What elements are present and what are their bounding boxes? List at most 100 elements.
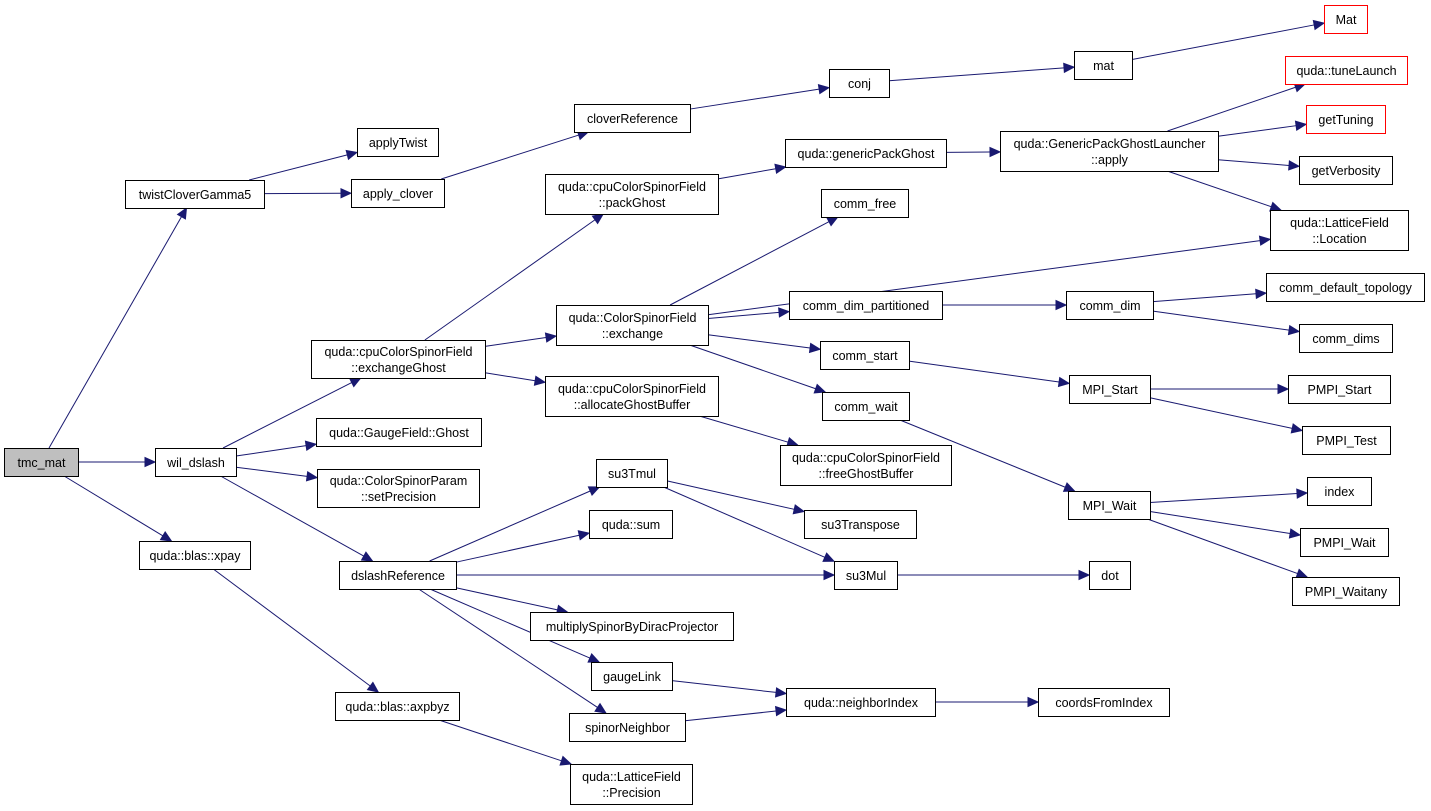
node-su3Transpose[interactable]: su3Transpose [804, 510, 917, 539]
node-comm_dim[interactable]: comm_dim [1066, 291, 1154, 320]
node-setPrecision[interactable]: quda::ColorSpinorParam::setPrecision [317, 469, 480, 508]
node-getTuning[interactable]: getTuning [1306, 105, 1386, 134]
node-packGhost[interactable]: quda::cpuColorSpinorField::packGhost [545, 174, 719, 215]
node-box[interactable] [1292, 577, 1400, 606]
node-twistCloverGamma5[interactable]: twistCloverGamma5 [125, 180, 265, 209]
node-box[interactable] [1068, 491, 1151, 520]
node-box[interactable] [335, 692, 460, 721]
node-comm_wait[interactable]: comm_wait [822, 392, 910, 421]
node-su3Mul[interactable]: su3Mul [834, 561, 898, 590]
node-box[interactable] [1074, 51, 1133, 80]
node-box[interactable] [351, 179, 445, 208]
node-box[interactable] [316, 418, 482, 447]
node-box[interactable] [804, 510, 917, 539]
node-box[interactable] [1000, 131, 1219, 172]
node-comm_free[interactable]: comm_free [821, 189, 909, 218]
node-conj[interactable]: conj [829, 69, 890, 98]
node-coordsFromIndex[interactable]: coordsFromIndex [1038, 688, 1170, 717]
node-box[interactable] [1299, 156, 1393, 185]
node-spinorNeighbor[interactable]: spinorNeighbor [569, 713, 686, 742]
node-box[interactable] [4, 448, 79, 477]
node-tmc_mat[interactable]: tmc_mat [4, 448, 79, 477]
node-box[interactable] [1302, 426, 1391, 455]
node-box[interactable] [591, 662, 673, 691]
node-Location[interactable]: quda::LatticeField::Location [1270, 210, 1409, 251]
node-xpay[interactable]: quda::blas::xpay [139, 541, 251, 570]
node-box[interactable] [569, 713, 686, 742]
node-box[interactable] [786, 688, 936, 717]
node-box[interactable] [155, 448, 237, 477]
node-box[interactable] [1089, 561, 1131, 590]
node-PMPI_Wait[interactable]: PMPI_Wait [1300, 528, 1389, 557]
node-box[interactable] [822, 392, 910, 421]
node-box[interactable] [530, 612, 734, 641]
node-box[interactable] [829, 69, 890, 98]
node-dslashReference[interactable]: dslashReference [339, 561, 457, 590]
node-index[interactable]: index [1307, 477, 1372, 506]
node-box[interactable] [1038, 688, 1170, 717]
node-dot[interactable]: dot [1089, 561, 1131, 590]
node-apply_clover[interactable]: apply_clover [351, 179, 445, 208]
node-box[interactable] [339, 561, 457, 590]
node-box[interactable] [139, 541, 251, 570]
node-PMPI_Waitany[interactable]: PMPI_Waitany [1292, 577, 1400, 606]
node-cloverReference[interactable]: cloverReference [574, 104, 691, 133]
node-PMPI_Start[interactable]: PMPI_Start [1288, 375, 1391, 404]
node-box[interactable] [570, 764, 693, 805]
node-box[interactable] [1266, 273, 1425, 302]
node-box[interactable] [1288, 375, 1391, 404]
node-axpbyz[interactable]: quda::blas::axpbyz [335, 692, 460, 721]
node-exchange[interactable]: quda::ColorSpinorField::exchange [556, 305, 709, 346]
node-comm_dims[interactable]: comm_dims [1299, 324, 1393, 353]
node-genericPackGhost[interactable]: quda::genericPackGhost [785, 139, 947, 168]
node-box[interactable] [125, 180, 265, 209]
node-gaugeLink[interactable]: gaugeLink [591, 662, 673, 691]
node-box[interactable] [834, 561, 898, 590]
node-MPI_Start[interactable]: MPI_Start [1069, 375, 1151, 404]
node-GaugeGhost[interactable]: quda::GaugeField::Ghost [316, 418, 482, 447]
node-launcherApply[interactable]: quda::GenericPackGhostLauncher::apply [1000, 131, 1219, 172]
node-box[interactable] [1324, 5, 1368, 34]
node-box[interactable] [545, 174, 719, 215]
node-box[interactable] [820, 341, 910, 370]
node-mat[interactable]: mat [1074, 51, 1133, 80]
node-comm_default_topology[interactable]: comm_default_topology [1266, 273, 1425, 302]
node-allocateGhostBuffer[interactable]: quda::cpuColorSpinorField::allocateGhost… [545, 376, 719, 417]
node-exchangeGhost[interactable]: quda::cpuColorSpinorField::exchangeGhost [311, 340, 486, 379]
node-box[interactable] [1069, 375, 1151, 404]
node-box[interactable] [357, 128, 439, 157]
node-wil_dslash[interactable]: wil_dslash [155, 448, 237, 477]
node-getVerbosity[interactable]: getVerbosity [1299, 156, 1393, 185]
node-box[interactable] [1306, 105, 1386, 134]
node-tuneLaunch[interactable]: quda::tuneLaunch [1285, 56, 1408, 85]
node-box[interactable] [780, 445, 952, 486]
node-box[interactable] [556, 305, 709, 346]
node-neighborIndex[interactable]: quda::neighborIndex [786, 688, 936, 717]
node-box[interactable] [1300, 528, 1389, 557]
node-Mat[interactable]: Mat [1324, 5, 1368, 34]
node-box[interactable] [545, 376, 719, 417]
node-box[interactable] [1307, 477, 1372, 506]
node-box[interactable] [789, 291, 943, 320]
node-box[interactable] [574, 104, 691, 133]
node-box[interactable] [1270, 210, 1409, 251]
node-su3Tmul[interactable]: su3Tmul [596, 459, 668, 488]
node-PMPI_Test[interactable]: PMPI_Test [1302, 426, 1391, 455]
node-box[interactable] [596, 459, 668, 488]
node-box[interactable] [1066, 291, 1154, 320]
node-box[interactable] [821, 189, 909, 218]
node-box[interactable] [317, 469, 480, 508]
node-freeGhostBuffer[interactable]: quda::cpuColorSpinorField::freeGhostBuff… [780, 445, 952, 486]
node-Precision[interactable]: quda::LatticeField::Precision [570, 764, 693, 805]
node-qsum[interactable]: quda::sum [589, 510, 673, 539]
node-MPI_Wait[interactable]: MPI_Wait [1068, 491, 1151, 520]
node-box[interactable] [1285, 56, 1408, 85]
node-box[interactable] [311, 340, 486, 379]
node-comm_dim_partitioned[interactable]: comm_dim_partitioned [789, 291, 943, 320]
node-box[interactable] [589, 510, 673, 539]
node-comm_start[interactable]: comm_start [820, 341, 910, 370]
node-multiplySpinor[interactable]: multiplySpinorByDiracProjector [530, 612, 734, 641]
node-applyTwist[interactable]: applyTwist [357, 128, 439, 157]
node-box[interactable] [1299, 324, 1393, 353]
node-box[interactable] [785, 139, 947, 168]
